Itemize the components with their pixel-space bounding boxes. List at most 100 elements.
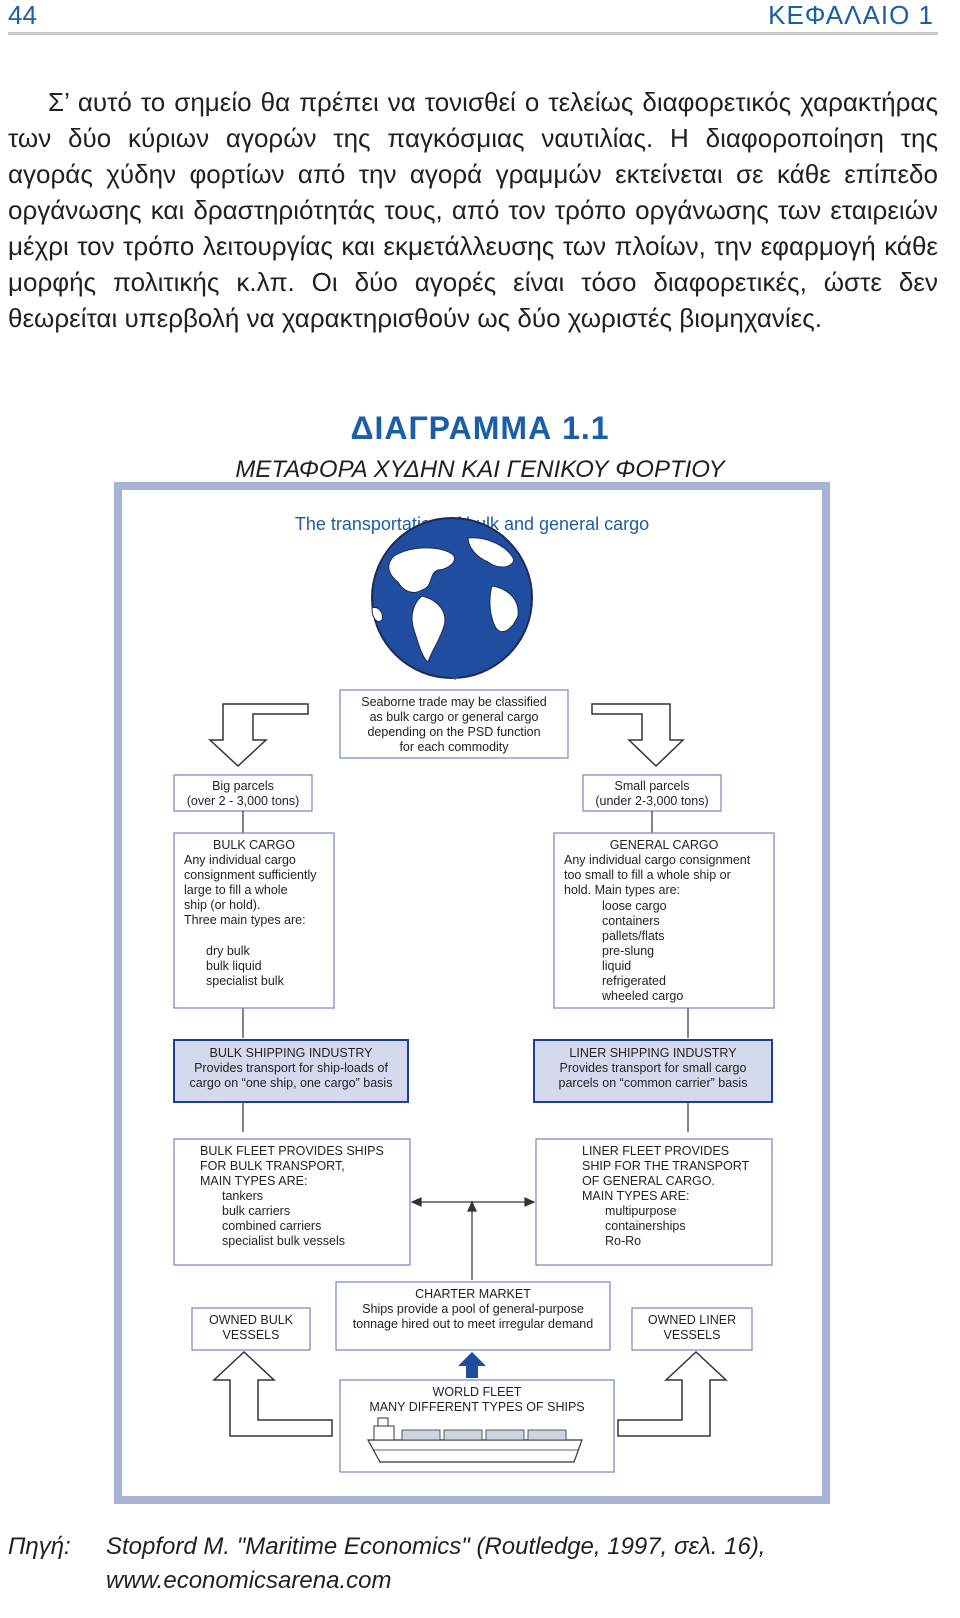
svg-text:BULK FLEET PROVIDES SHIPS: BULK FLEET PROVIDES SHIPS [200,1144,384,1158]
figure-title: ΔΙΑΓΡΑΜΜΑ 1.1 [350,410,610,446]
up-left-bent-arrow-icon [212,1350,333,1437]
svg-text:OWNED LINER: OWNED LINER [648,1313,736,1327]
bulk-cargo-text: BULK CARGO Any individual cargo consignm… [184,838,317,988]
bulk-shipping-industry-text: BULK SHIPPING INDUSTRY Provides transpor… [190,1046,393,1090]
svg-text:VESSELS: VESSELS [223,1328,280,1342]
diagram-frame: The transportation of bulk and general c… [114,482,830,1504]
svg-text:WORLD FLEET: WORLD FLEET [433,1385,522,1399]
svg-text:bulk liquid: bulk liquid [206,959,262,973]
seaborne-text: Seaborne trade may be classified as bulk… [361,695,547,754]
svg-text:pallets/flats: pallets/flats [602,929,665,943]
body-paragraph: Σ’ αυτό το σημείο θα πρέπει να τονισθεί … [8,87,938,333]
svg-text:SHIP FOR THE TRANSPORT: SHIP FOR THE TRANSPORT [582,1159,750,1173]
source-label: Πηγή: [8,1533,71,1560]
svg-text:wheeled cargo: wheeled cargo [601,989,683,1003]
svg-text:Any individual cargo: Any individual cargo [184,853,296,867]
svg-text:Any individual cargo consignme: Any individual cargo consignment [564,853,751,867]
svg-text:GENERAL CARGO: GENERAL CARGO [610,838,719,852]
svg-text:Provides transport for ship-lo: Provides transport for ship-loads of [194,1061,388,1075]
svg-text:too small to fill a whole ship: too small to fill a whole ship or [564,868,731,882]
liner-fleet-text: LINER FLEET PROVIDES SHIP FOR THE TRANSP… [582,1144,750,1248]
bulk-cargo-box [173,832,335,1009]
svg-text:VESSELS: VESSELS [664,1328,721,1342]
charter-link-arrows [410,1197,536,1280]
ship-icon [366,1417,583,1463]
svg-text:pre-slung: pre-slung [602,944,654,958]
liner-shipping-industry-text: LINER SHIPPING INDUSTRY Provides transpo… [559,1046,748,1090]
right-bent-arrow-icon [591,703,685,768]
svg-text:dry bulk: dry bulk [206,944,251,958]
owned-bulk-box [191,1307,311,1351]
down-arrow-icon [442,656,468,680]
svg-text:Ro-Ro: Ro-Ro [605,1234,641,1248]
svg-text:MAIN TYPES ARE:: MAIN TYPES ARE: [582,1189,689,1203]
svg-text:MANY DIFFERENT TYPES OF SHIPS: MANY DIFFERENT TYPES OF SHIPS [369,1400,584,1414]
bulk-fleet-text: BULK FLEET PROVIDES SHIPS FOR BULK TRANS… [200,1144,384,1248]
svg-text:hold. Main types are:: hold. Main types are: [564,883,680,897]
seaborne-box [339,689,569,759]
svg-text:FOR BULK TRANSPORT,: FOR BULK TRANSPORT, [200,1159,345,1173]
svg-text:OWNED BULK: OWNED BULK [209,1313,294,1327]
source-text: Stopford M. "Maritime Economics" (Routle… [106,1533,766,1560]
liner-fleet-box [535,1138,773,1266]
svg-text:specialist bulk: specialist bulk [206,974,285,988]
svg-text:multipurpose: multipurpose [605,1204,677,1218]
cargo-flow-diagram: The transportation of bulk and general c… [173,514,775,1473]
up-right-bent-arrow-icon [617,1350,728,1437]
small-parcels-text: Small parcels (under 2-3,000 tons) [595,779,708,808]
liner-shipping-industry-box [533,1039,773,1103]
svg-text:containerships: containerships [605,1219,686,1233]
svg-text:(under 2-3,000 tons): (under 2-3,000 tons) [595,794,708,808]
owned-liner-text: OWNED LINER VESSELS [648,1313,736,1342]
up-arrow-icon [458,1352,486,1378]
owned-bulk-text: OWNED BULK VESSELS [209,1313,294,1342]
svg-text:BULK SHIPPING INDUSTRY: BULK SHIPPING INDUSTRY [209,1046,373,1060]
svg-text:parcels on “common carrier” ba: parcels on “common carrier” basis [559,1076,748,1090]
svg-text:bulk carriers: bulk carriers [222,1204,290,1218]
svg-text:specialist bulk vessels: specialist bulk vessels [222,1234,345,1248]
svg-text:Big parcels: Big parcels [212,779,274,793]
svg-text:liquid: liquid [602,959,631,973]
svg-text:CHARTER MARKET: CHARTER MARKET [415,1287,531,1301]
svg-text:Small parcels: Small parcels [614,779,689,793]
svg-text:refrigerated: refrigerated [602,974,666,988]
svg-text:containers: containers [602,914,660,928]
general-cargo-text: GENERAL CARGO Any individual cargo consi… [564,838,751,1003]
svg-text:tonnage hired out to meet irre: tonnage hired out to meet irregular dema… [353,1317,593,1331]
source-caption: Πηγή: Stopford M. "Maritime Economics" (R… [8,1530,766,1594]
svg-text:as bulk cargo or general cargo: as bulk cargo or general cargo [370,710,539,724]
connector-lines [242,811,689,1132]
source-url: www.economicsarena.com [106,1567,392,1594]
small-parcels-box [582,774,722,812]
general-cargo-box [553,832,775,1009]
svg-text:BULK CARGO: BULK CARGO [213,838,295,852]
svg-text:cargo on “one ship, one cargo”: cargo on “one ship, one cargo” basis [190,1076,393,1090]
charter-market-text: CHARTER MARKET Ships provide a pool of g… [353,1287,593,1331]
svg-text:tankers: tankers [222,1189,263,1203]
svg-text:MAIN TYPES ARE:: MAIN TYPES ARE: [200,1174,307,1188]
page-number: 44 [8,0,37,30]
svg-text:LINER SHIPPING INDUSTRY: LINER SHIPPING INDUSTRY [569,1046,737,1060]
big-parcels-box [173,774,313,812]
svg-text:(over 2 - 3,000 tons): (over 2 - 3,000 tons) [187,794,300,808]
globe-icon [371,517,533,679]
svg-text:LINER FLEET PROVIDES: LINER FLEET PROVIDES [582,1144,729,1158]
svg-text:Ships provide a pool of genera: Ships provide a pool of general-purpose [362,1302,584,1316]
charter-market-box [335,1281,611,1351]
svg-text:combined carriers: combined carriers [222,1219,321,1233]
svg-text:OF GENERAL CARGO.: OF GENERAL CARGO. [582,1174,715,1188]
svg-text:for each commodity: for each commodity [399,740,509,754]
world-fleet-text: WORLD FLEET MANY DIFFERENT TYPES OF SHIP… [369,1385,584,1414]
figure-subtitle: ΜΕΤΑΦΟΡΑ ΧΥΔΗΝ ΚΑΙ ΓΕΝΙΚΟΥ ΦΟΡΤΙΟΥ [235,456,725,483]
svg-text:ship (or hold).: ship (or hold). [184,898,260,912]
owned-liner-box [631,1307,753,1351]
svg-text:Provides transport for small c: Provides transport for small cargo [560,1061,747,1075]
svg-text:depending on the PSD function: depending on the PSD function [367,725,540,739]
svg-text:Seaborne trade may be classifi: Seaborne trade may be classified [361,695,547,709]
left-bent-arrow-icon [208,703,309,768]
big-parcels-text: Big parcels (over 2 - 3,000 tons) [187,779,300,808]
bulk-shipping-industry-box [173,1039,409,1103]
bulk-fleet-box [173,1138,411,1266]
header-rule [8,32,938,35]
chapter-title: ΚΕΦΑΛΑΙΟ 1 [768,0,934,30]
